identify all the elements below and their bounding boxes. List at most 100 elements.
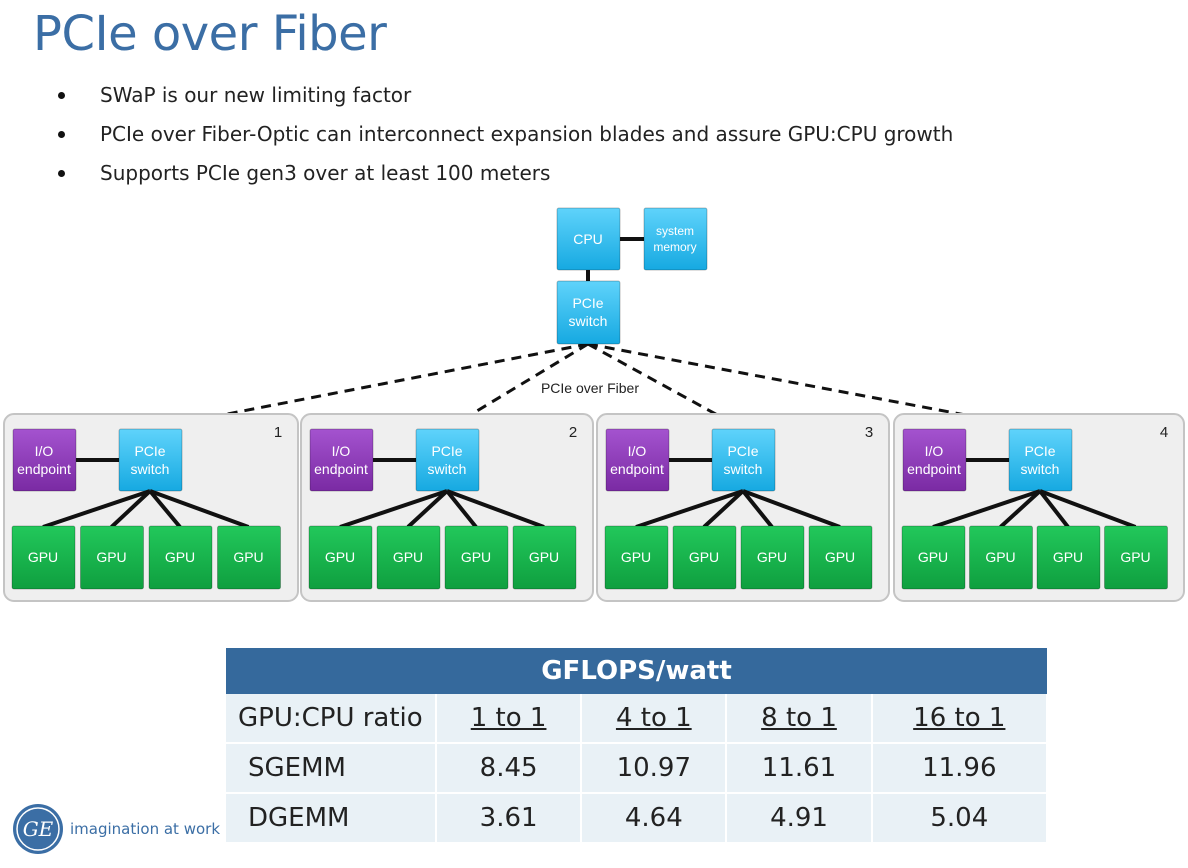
io-endpoint-label: I/O (35, 443, 54, 459)
gpu-box (376, 525, 441, 590)
table-cell: 4.91 (726, 793, 873, 844)
bullet-icon (58, 131, 65, 138)
io-endpoint-label: endpoint (610, 461, 664, 477)
gpu-box (217, 525, 281, 590)
gpu-link (42, 489, 151, 529)
blade-pcie-switch-label: PCIe (431, 443, 462, 459)
gpu-label: GPU (461, 549, 491, 565)
bullet-list: SWaP is our new limiting factor PCIe ove… (58, 82, 953, 199)
gpu-box (512, 525, 577, 590)
ratio-cell: 1 to 1 (436, 694, 583, 744)
gpu-box (901, 525, 966, 590)
blade-pcie-switch-label: switch (428, 461, 467, 477)
blade-pcie-switch-label: switch (1021, 461, 1060, 477)
gpu-label: GPU (621, 549, 651, 565)
bullet-text: Supports PCIe gen3 over at least 100 met… (100, 161, 551, 185)
gpu-link (932, 489, 1041, 529)
gpu-link (148, 489, 182, 529)
gpu-link (702, 489, 745, 529)
top-pcie-switch-label: switch (569, 313, 608, 329)
gflops-table: GFLOPS/watt GPU:CPU ratio 1 to 1 4 to 1 … (226, 648, 1049, 844)
table-title: GFLOPS/watt (226, 648, 1047, 694)
table-row: SGEMM 8.45 10.97 11.61 11.96 (226, 743, 1049, 794)
top-pcie-switch-label: PCIe (572, 295, 603, 311)
row-label: SGEMM (226, 743, 437, 794)
blade-number: 2 (569, 424, 577, 441)
gpu-link (1039, 489, 1137, 529)
fiber-link (149, 342, 589, 431)
io-endpoint-label: I/O (925, 443, 944, 459)
gpu-link (445, 489, 478, 529)
blade-number: 3 (865, 424, 873, 441)
gpu-box (11, 525, 76, 590)
row-label: DGEMM (226, 793, 437, 844)
gpu-label: GPU (165, 549, 195, 565)
gpu-label: GPU (1120, 549, 1150, 565)
gpu-label: GPU (918, 549, 948, 565)
gpu-link (446, 489, 545, 529)
bullet-icon (58, 170, 65, 177)
ratio-label: GPU:CPU ratio (226, 694, 437, 744)
gpu-link (339, 489, 448, 529)
io-endpoint-label: I/O (628, 443, 647, 459)
gpu-label: GPU (825, 549, 855, 565)
gpu-label: GPU (233, 549, 263, 565)
gpu-box (740, 525, 805, 590)
gpu-link (110, 489, 152, 529)
tagline: imagination at work (70, 820, 220, 838)
gpu-link (999, 489, 1042, 529)
table-header-row: GPU:CPU ratio 1 to 1 4 to 1 8 to 1 16 to… (226, 694, 1049, 744)
system-memory-box (643, 207, 708, 271)
table-cell: 8.45 (436, 743, 583, 794)
table-cell: 11.96 (871, 743, 1049, 794)
table-cell: 11.61 (726, 743, 873, 794)
fiber-link (587, 342, 744, 431)
ratio-cell: 16 to 1 (871, 694, 1049, 744)
table-cell: 5.04 (871, 793, 1049, 844)
blade-pcie-switch-label: PCIe (727, 443, 758, 459)
gpu-label: GPU (1053, 549, 1083, 565)
fiber-link-label: PCIe over Fiber (541, 380, 639, 396)
gpu-label: GPU (985, 549, 1015, 565)
bullet-item: PCIe over Fiber-Optic can interconnect e… (58, 121, 953, 160)
gpu-link (635, 489, 744, 529)
table-row: DGEMM 3.61 4.64 4.91 5.04 (226, 793, 1049, 844)
bullet-text: SWaP is our new limiting factor (100, 83, 412, 107)
table-cell: 3.61 (436, 793, 583, 844)
bullet-item: Supports PCIe gen3 over at least 100 met… (58, 160, 953, 199)
io-endpoint-label: endpoint (314, 461, 368, 477)
cpu-label: CPU (573, 231, 603, 247)
ge-logo-icon: GE (13, 804, 63, 854)
blade-number: 1 (274, 424, 282, 441)
io-endpoint-label: endpoint (17, 461, 71, 477)
gpu-link (741, 489, 774, 529)
system-memory-label: memory (653, 240, 696, 254)
system-memory-label: system (656, 224, 694, 238)
bullet-icon (58, 92, 65, 99)
gpu-box (808, 525, 873, 590)
ratio-cell: 8 to 1 (726, 694, 873, 744)
blade-number: 4 (1160, 424, 1168, 441)
gpu-box (148, 525, 213, 590)
gpu-link (406, 489, 449, 529)
io-endpoint-label: I/O (332, 443, 351, 459)
gpu-label: GPU (393, 549, 423, 565)
gpu-label: GPU (529, 549, 559, 565)
gpu-box (1104, 525, 1168, 590)
gpu-box (672, 525, 737, 590)
bullet-text: PCIe over Fiber-Optic can interconnect e… (100, 122, 954, 146)
gpu-box (444, 525, 509, 590)
gpu-link (742, 489, 841, 529)
gpu-link (149, 489, 250, 529)
gpu-label: GPU (28, 549, 58, 565)
gpu-label: GPU (96, 549, 126, 565)
gpu-box (1036, 525, 1101, 590)
top-pcie-switch-box (556, 280, 621, 345)
gpu-label: GPU (757, 549, 787, 565)
io-endpoint-label: endpoint (907, 461, 961, 477)
